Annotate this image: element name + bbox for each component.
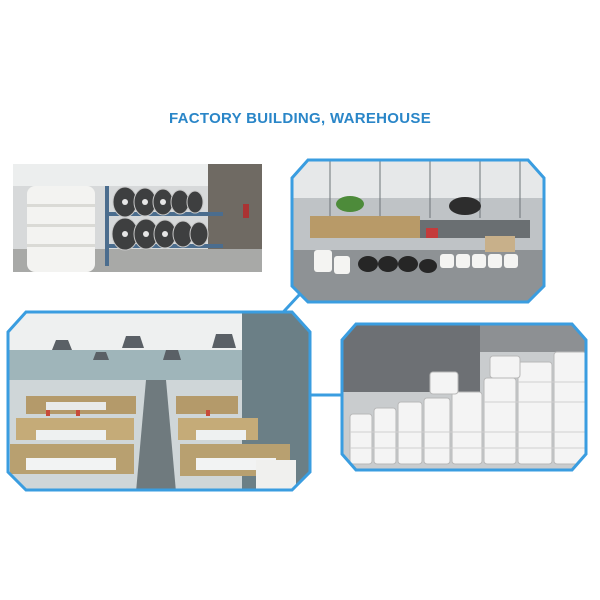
weaving-looms-photo — [6, 310, 312, 492]
spool-rack-photo — [13, 164, 262, 272]
warehouse-floor-photo — [290, 158, 546, 304]
stacked-rolls-photo — [340, 322, 588, 472]
page-title: FACTORY BUILDING, WAREHOUSE — [168, 110, 431, 127]
